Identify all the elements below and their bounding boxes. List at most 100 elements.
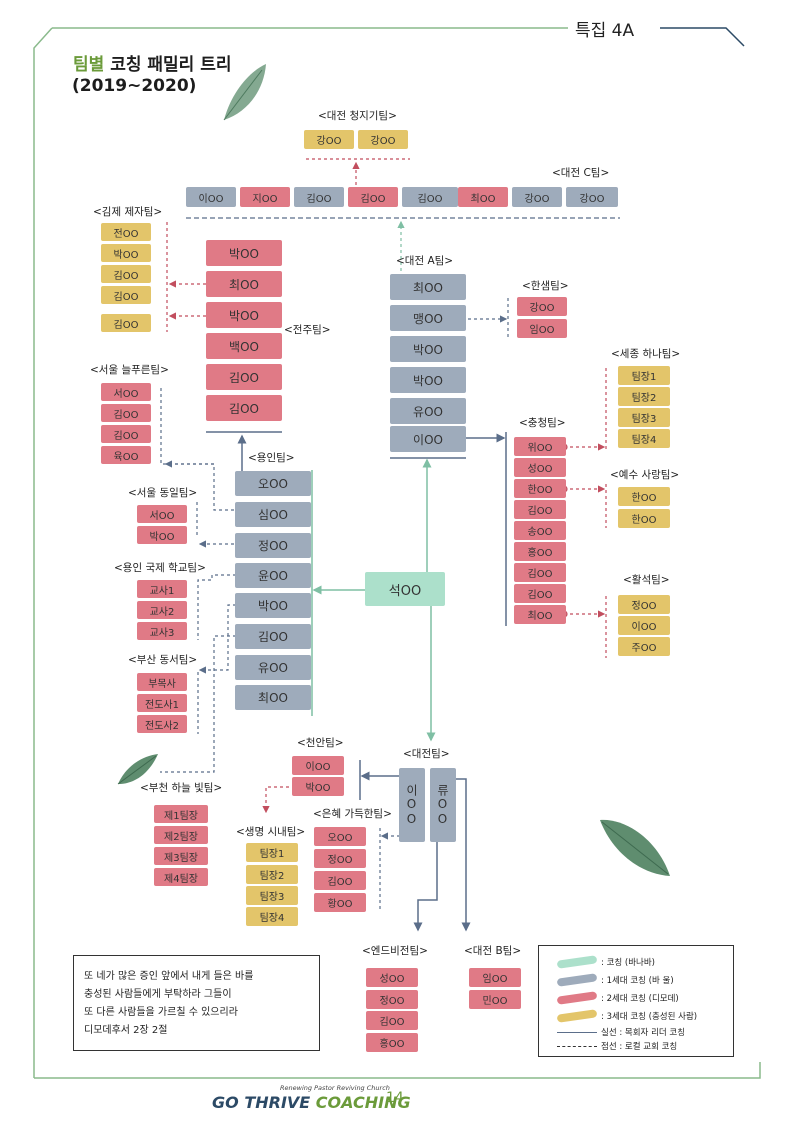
member-box: 강OO xyxy=(512,187,562,207)
team-label-daejeon-b: <대전 B팀> xyxy=(464,945,522,957)
member-box: 전도사2 xyxy=(137,715,187,733)
member-box: 정OO xyxy=(235,533,311,558)
team-label-seoul-neulpureun: <서울 늘푸른팀> xyxy=(90,364,169,376)
member-box: 한OO xyxy=(618,509,670,528)
verse-line: 또 다른 사람들을 가르칠 수 있으리라 xyxy=(84,1007,238,1018)
member-box: 전OO xyxy=(101,223,151,241)
member-box: 송OO xyxy=(514,521,566,540)
member-box: 성OO xyxy=(514,458,566,477)
member-box: 팀장2 xyxy=(246,865,298,884)
member-box: 박OO xyxy=(101,244,151,262)
member-box: 부목사 xyxy=(137,673,187,691)
member-box: 김OO xyxy=(514,500,566,519)
team-label-sejong: <세종 하나팀> xyxy=(611,348,681,360)
solid-line-sample xyxy=(557,1031,597,1033)
member-box: 팀장4 xyxy=(246,907,298,926)
footer-tagline: Renewing Pastor Reviving Church xyxy=(280,1084,390,1092)
member-box: 김OO xyxy=(514,563,566,582)
member-box: 교사2 xyxy=(137,601,187,619)
member-box: 서OO xyxy=(101,383,151,401)
team-label-endbijeon: <엔드비전팀> xyxy=(362,945,428,957)
leaf-icon xyxy=(223,64,266,121)
team-label-yesu-sarang: <예수 사랑팀> xyxy=(610,469,680,481)
member-box: 오OO xyxy=(314,827,366,846)
team-label-daejeon-a: <대전 A팀> xyxy=(396,255,454,267)
member-box: 서OO xyxy=(137,505,187,523)
member-box: 육OO xyxy=(101,446,151,464)
member-box: 이OO xyxy=(618,616,670,635)
member-box: 임OO xyxy=(517,319,567,338)
member-box: 민OO xyxy=(469,990,521,1009)
member-box: 강OO xyxy=(304,130,354,149)
member-box: 김OO xyxy=(206,395,282,421)
member-box: 박OO xyxy=(206,240,282,266)
member-box: 위OO xyxy=(514,437,566,456)
member-box: 맹OO xyxy=(390,305,466,331)
team-label-hwalseok: <활석팀> xyxy=(623,574,670,586)
member-box: 강OO xyxy=(566,187,618,207)
team-label-yongin: <용인팀> xyxy=(248,452,295,464)
footer-logo: GO THRIVE COACHING xyxy=(212,1093,411,1112)
member-box: 전도사1 xyxy=(137,694,187,712)
member-box: 김OO xyxy=(314,871,366,890)
member-box: 홍OO xyxy=(366,1033,418,1052)
member-box: 성OO xyxy=(366,968,418,987)
member-box: 팀장3 xyxy=(618,408,670,427)
member-box: 이OO xyxy=(390,426,466,452)
legend-item: : 코칭 (바나바) xyxy=(556,955,655,969)
member-box: 박OO xyxy=(235,593,311,618)
page-subtitle: (2019~2020) xyxy=(72,76,197,96)
member-box: 주OO xyxy=(618,637,670,656)
member-box: 황OO xyxy=(314,893,366,912)
member-box: 김OO xyxy=(101,404,151,422)
dashed-line-sample xyxy=(557,1045,597,1047)
member-box: 김OO xyxy=(206,364,282,390)
team-label-chungcheong: <충청팀> xyxy=(519,417,566,429)
member-box: 김OO xyxy=(366,1011,418,1030)
team-label-gimje: <김제 제자팀> xyxy=(93,206,163,218)
member-box: 오OO xyxy=(235,471,311,496)
member-box: 강OO xyxy=(358,130,408,149)
legend-swatch xyxy=(556,973,598,987)
member-box: 김OO xyxy=(348,187,398,207)
bible-verse-box: 또 네가 많은 증인 앞에서 내게 들은 바를 충성된 사람들에게 부탁하라 그… xyxy=(73,955,320,1051)
member-box: 최OO xyxy=(235,685,311,710)
legend-item: : 2세대 코칭 (디모데) xyxy=(556,991,679,1005)
legend-item: : 3세대 코칭 (충성된 사람) xyxy=(556,1009,697,1023)
member-box: 류OO xyxy=(430,768,456,842)
member-box: 김OO xyxy=(294,187,344,207)
legend: : 코칭 (바나바) : 1세대 코칭 (바 울) : 2세대 코칭 (디모데)… xyxy=(538,945,734,1057)
member-box: 최OO xyxy=(206,271,282,297)
member-box: 유OO xyxy=(235,655,311,680)
member-box: 김OO xyxy=(514,584,566,603)
legend-item-dashed: 점선 : 로컬 교회 코칭 xyxy=(557,1040,677,1052)
member-box: 최OO xyxy=(390,274,466,300)
team-label-bucheon: <부천 하늘 빛팀> xyxy=(140,782,223,794)
member-box: 팀장1 xyxy=(246,843,298,862)
legend-swatch xyxy=(556,1009,598,1023)
member-box: 박OO xyxy=(390,336,466,362)
member-box: 박OO xyxy=(390,367,466,393)
legend-item: : 1세대 코칭 (바 울) xyxy=(556,973,674,987)
verse-line: 충성된 사람들에게 부탁하라 그들이 xyxy=(84,989,232,1000)
member-box: 정OO xyxy=(618,595,670,614)
member-box: 이OO xyxy=(186,187,236,207)
center-coach-box: 석OO xyxy=(365,572,445,606)
member-box: 한OO xyxy=(618,487,670,506)
member-box: 박OO xyxy=(206,302,282,328)
member-box: 최OO xyxy=(458,187,508,207)
page-number: 14 xyxy=(386,1090,404,1106)
member-box: 심OO xyxy=(235,502,311,527)
section-label: 특집 4A xyxy=(575,21,635,41)
member-box: 유OO xyxy=(390,398,466,424)
team-label-busan: <부산 동서팀> xyxy=(128,654,198,666)
member-box: 김OO xyxy=(101,314,151,332)
member-box: 지OO xyxy=(240,187,290,207)
member-box: 제1팀장 xyxy=(154,805,208,823)
member-box: 박OO xyxy=(292,777,344,796)
member-box: 팀장4 xyxy=(618,429,670,448)
team-label-hansaem: <한샘팀> xyxy=(522,280,569,292)
team-label-saengmyeong: <생명 시내팀> xyxy=(236,826,306,838)
member-box: 김OO xyxy=(402,187,458,207)
